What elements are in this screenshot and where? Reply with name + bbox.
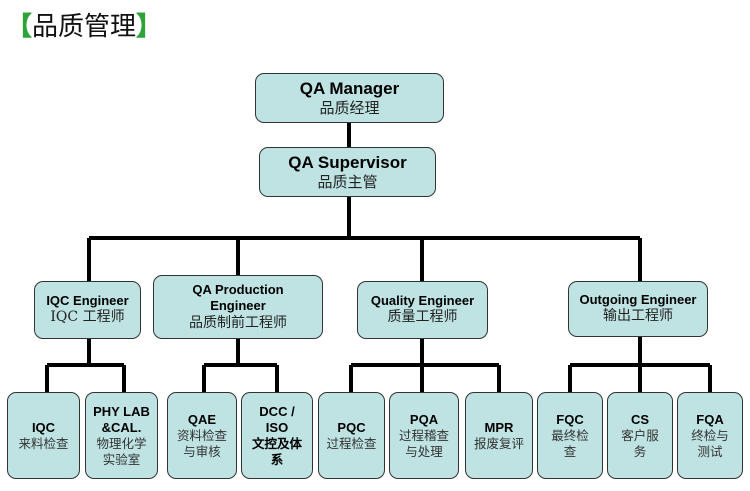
node-qa-supervisor-zh: 品质主管 [317,173,378,192]
node-qa-production-engineer: QA Production Engineer 品质制前工程师 [153,275,323,339]
leaf-fqa-zh: 终检与测试 [691,428,729,459]
node-quality-engineer-en: Quality Engineer [370,293,475,309]
leaf-iqc-en: IQC [31,419,56,435]
node-qa-manager: QA Manager 品质经理 [255,73,444,123]
leaf-mpr-en: MPR [484,419,514,435]
title-bracket-close: 】 [136,12,163,42]
leaf-fqc-zh: 最终检查 [551,428,589,459]
node-quality-engineer-zh: 质量工程师 [387,309,458,326]
node-outgoing-engineer-en: Outgoing Engineer [579,292,697,308]
node-qa-manager-en: QA Manager [299,79,400,98]
leaf-pqa-zh: 过程稽查与处理 [398,428,449,459]
leaf-phy-lab-zh: 物理化学实验室 [96,436,147,467]
node-iqc-engineer-en: IQC Engineer [46,293,129,309]
node-iqc-engineer: IQC Engineer IQC 工程师 [34,281,141,339]
node-qa-production-engineer-en: QA Production Engineer [192,282,284,314]
leaf-dcc-iso-en: DCC / ISO [259,403,295,435]
leaf-mpr-zh: 报废复评 [473,435,524,451]
node-qa-manager-zh: 品质经理 [319,99,380,118]
leaf-pqc: PQC 过程检查 [318,392,385,479]
node-outgoing-engineer-zh: 输出工程师 [603,308,673,325]
node-qa-supervisor: QA Supervisor 品质主管 [259,147,436,197]
leaf-phy-lab: PHY LAB &CAL. 物理化学实验室 [85,392,158,479]
leaf-qae-en: QAE [187,411,217,427]
leaf-iqc: IQC 来料检查 [7,392,80,479]
leaf-qae-zh: 资料检查与审核 [176,428,227,459]
leaf-cs-en: CS [630,411,650,427]
leaf-fqa: FQA 终检与测试 [677,392,743,479]
leaf-phy-lab-en: PHY LAB &CAL. [93,403,150,435]
node-qa-production-engineer-zh: 品质制前工程师 [189,314,287,331]
node-qa-supervisor-en: QA Supervisor [288,153,407,172]
leaf-pqa-en: PQA [409,411,439,427]
leaf-fqc-en: FQC [556,411,584,427]
leaf-dcc-iso-zh: 文控及体系 [251,436,302,467]
leaf-fqc: FQC 最终检查 [537,392,603,479]
leaf-mpr: MPR 报废复评 [465,392,533,479]
leaf-dcc-iso: DCC / ISO 文控及体系 [241,392,313,479]
leaf-pqc-en: PQC [337,419,366,435]
leaf-qae: QAE 资料检查与审核 [167,392,237,479]
leaf-fqa-en: FQA [696,411,724,427]
node-iqc-engineer-zh: IQC 工程师 [50,309,125,326]
leaf-pqa: PQA 过程稽查与处理 [389,392,459,479]
node-quality-engineer: Quality Engineer 质量工程师 [357,281,488,339]
leaf-iqc-zh: 来料检查 [18,435,69,451]
title-text: 品质管理 [32,12,137,42]
title-bracket-open: 【 [6,12,33,42]
page-title: 【品质管理】 [6,6,162,43]
leaf-cs-zh: 客户服务 [621,428,659,459]
leaf-pqc-zh: 过程检查 [326,435,377,451]
node-outgoing-engineer: Outgoing Engineer 输出工程师 [568,281,708,337]
leaf-cs: CS 客户服务 [607,392,673,479]
